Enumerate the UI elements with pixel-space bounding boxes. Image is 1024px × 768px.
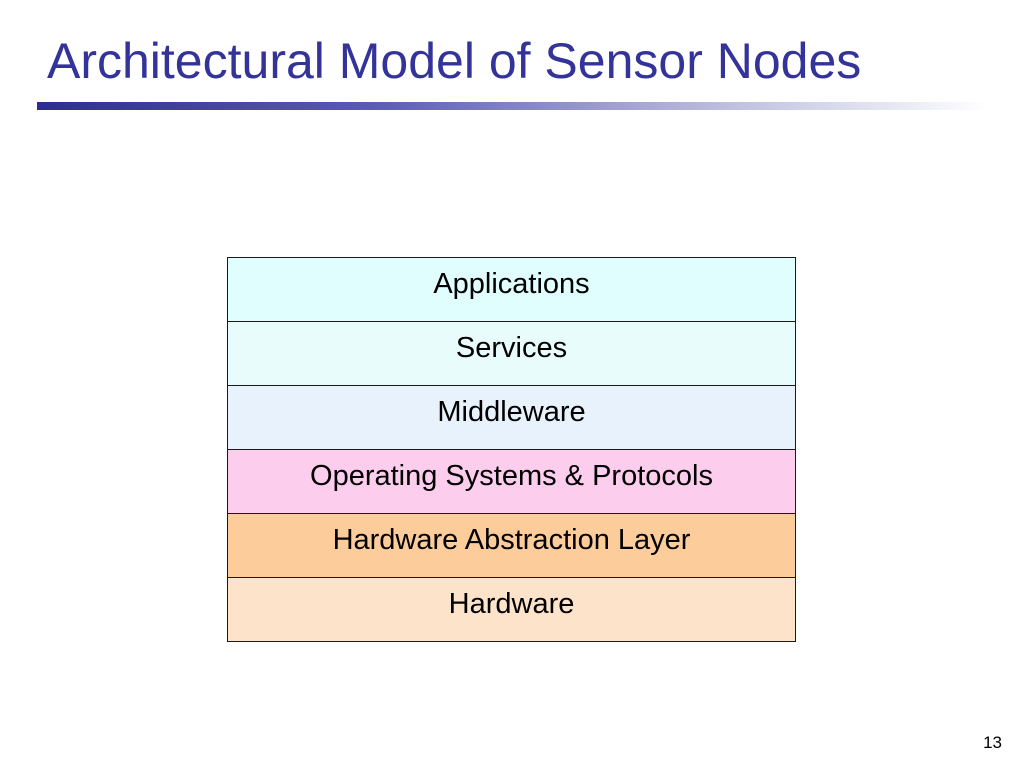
layer-operating-systems-protocols: Operating Systems & Protocols	[228, 450, 795, 514]
layer-label-services: Services	[455, 332, 568, 364]
layer-hardware: Hardware	[228, 578, 795, 642]
layer-label-applications: Applications	[433, 268, 590, 300]
layer-label-hardware-abstraction: Hardware Abstraction Layer	[332, 524, 691, 556]
title-underline	[37, 102, 987, 110]
layer-middleware: Middleware	[228, 386, 795, 450]
layer-label-middleware: Middleware	[437, 396, 586, 428]
slide-title: Architectural Model of Sensor Nodes	[47, 33, 862, 89]
layer-label-hardware: Hardware	[448, 588, 575, 620]
layer-services: Services	[228, 322, 795, 386]
layer-label-operating-systems-protocols: Operating Systems & Protocols	[310, 460, 713, 492]
layer-hardware-abstraction: Hardware Abstraction Layer	[228, 514, 795, 578]
page-number: 13	[983, 733, 1002, 752]
architecture-stack: Applications Services Middleware Operati…	[227, 257, 796, 642]
layer-applications: Applications	[228, 258, 795, 322]
